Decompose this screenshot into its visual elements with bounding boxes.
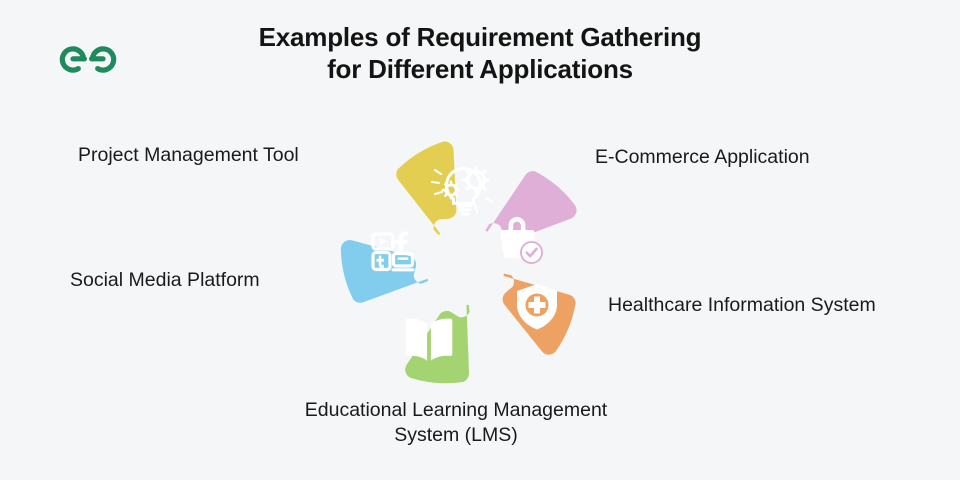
- segment-shape-yellow: [396, 141, 465, 265]
- label-healthcare-information-system: Healthcare Information System: [608, 294, 876, 316]
- segment-e-commerce-application[interactable]: [461, 167, 583, 300]
- open-book-icon: [405, 318, 453, 361]
- geeksforgeeks-logo: [55, 36, 121, 84]
- social-media-icon: [371, 231, 415, 272]
- label-project-management-tool: Project Management Tool: [78, 144, 299, 166]
- page-title-line-2: for Different Applications: [327, 53, 633, 84]
- medical-shield-icon: [517, 284, 557, 330]
- page-title-line-1: Examples of Requirement Gathering: [258, 22, 702, 52]
- segment-educational-lms[interactable]: [405, 265, 470, 384]
- segment-healthcare-information-system[interactable]: [447, 261, 579, 359]
- segment-social-media-platform[interactable]: [334, 208, 466, 306]
- label-e-commerce-application: E-Commerce Application: [595, 146, 810, 168]
- shopping-bag-check-icon: [500, 217, 543, 264]
- page-title: Examples of Requirement Gathering for Di…: [180, 22, 780, 85]
- lightbulb-gear-icon: [430, 166, 494, 216]
- segment-project-management-tool[interactable]: [375, 134, 514, 267]
- label-social-media-platform: Social Media Platform: [70, 269, 260, 291]
- requirement-gathering-wheel: [330, 130, 600, 400]
- label-educational-lms: Educational Learning Management System (…: [304, 399, 608, 447]
- wheel-center-hub: [425, 225, 505, 305]
